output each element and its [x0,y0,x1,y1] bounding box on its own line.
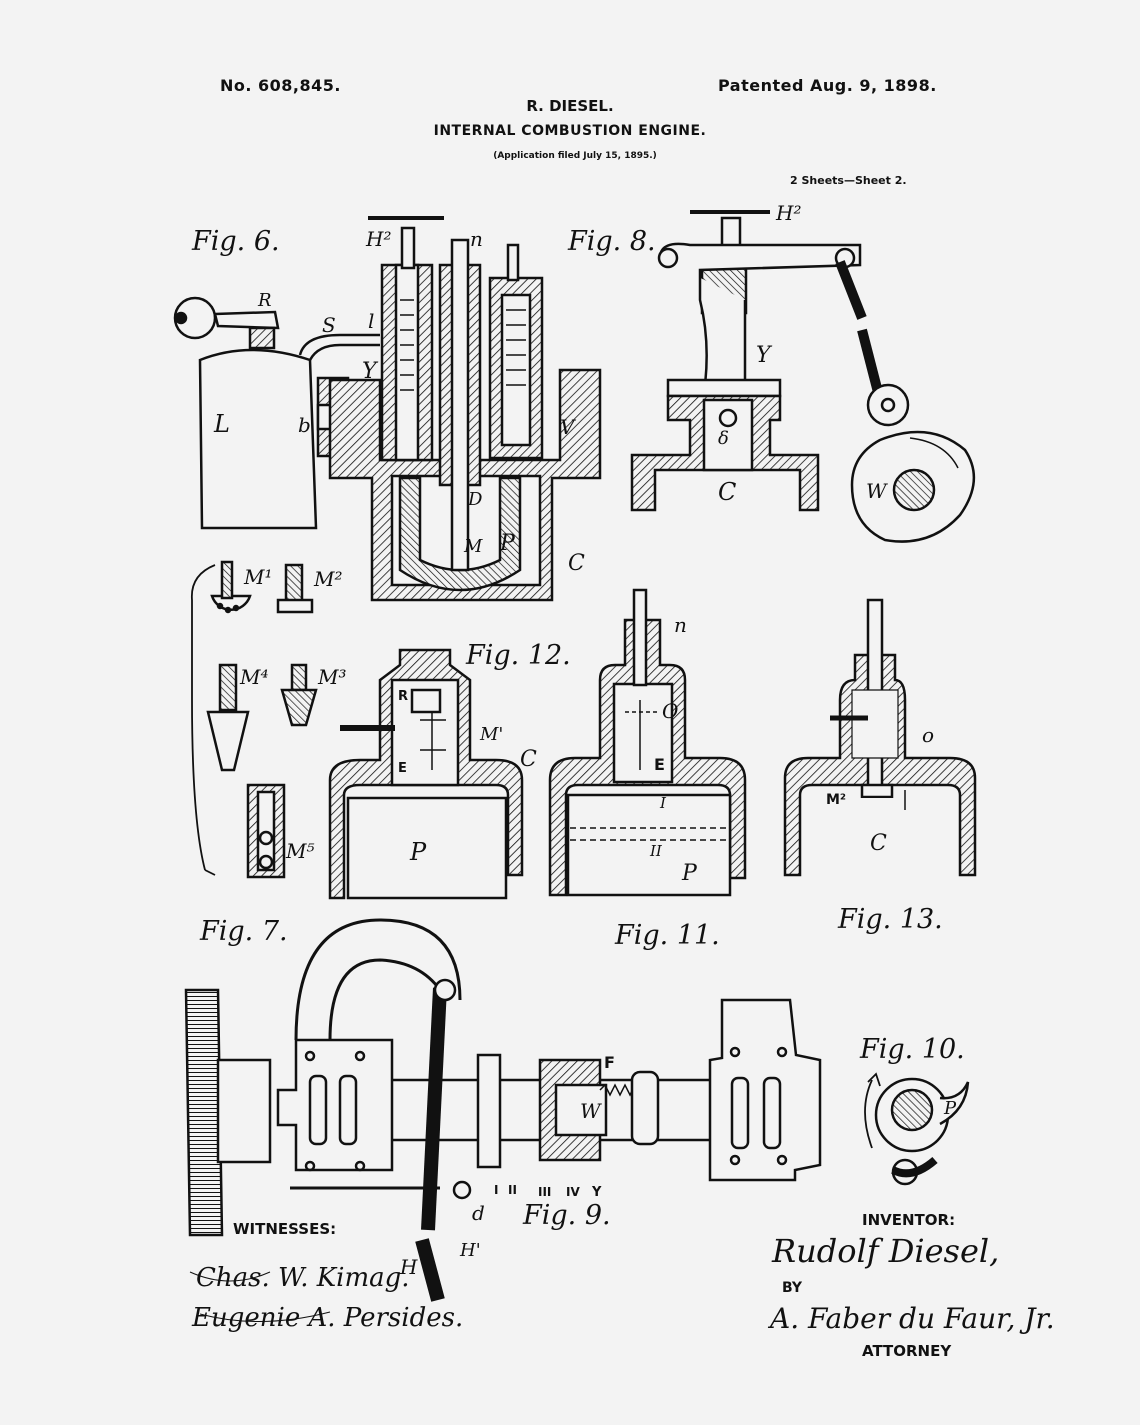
fig8-part-labels: H² Y δ C W [718,201,888,506]
attorney-label: ATTORNEY [862,1342,952,1360]
figure-11 [548,588,747,897]
label-m-prime: M' [479,724,503,745]
signature-flourish [189,1271,331,1322]
patent-date: Patented Aug. 9, 1898. [718,76,937,95]
label-m: M [463,536,483,557]
label-h2: H² [775,201,801,225]
label-o: o [922,723,934,747]
fig12-label: Fig. 12. [465,640,571,671]
label-s: S [322,313,336,337]
label-l: l [368,309,374,333]
label-iv: IV [566,1185,580,1199]
label-p: P [499,531,516,556]
label-m5: M⁵ [285,839,315,863]
fig11-part-labels: n O E I II P [649,613,698,886]
label-i: I [494,1183,498,1197]
figure-12 [328,648,524,900]
label-h2: H² [365,227,391,251]
label-m4: M⁴ [239,665,269,689]
label-y: Y [591,1185,602,1200]
label-b: b [298,413,311,437]
label-c: C [718,478,736,506]
label-l-tank: L [213,410,230,438]
application-filed: (Application filed July 15, 1895.) [493,151,657,161]
inventor-signature: Rudolf Diesel, [771,1232,999,1270]
label-d: D [467,489,483,510]
fig6-part-labels: H² n R S l Y L b V D M P C [213,227,585,576]
label-c: C [520,747,537,772]
label-h-prime: H' [459,1240,481,1261]
inventor-heading: R. DIESEL. [526,97,614,115]
fig7-label: Fig. 7. [199,916,288,947]
label-r: R [398,689,408,704]
by-label: BY [782,1280,803,1296]
label-m3: M³ [317,665,347,689]
label-o: O [662,699,678,723]
label-y: Y [362,359,379,384]
patent-title: INTERNAL COMBUSTION ENGINE. [433,123,707,139]
witness-2-signature: Eugenie A. Persides. [191,1303,463,1333]
label-w: W [580,1099,602,1123]
attorney-signature: A. Faber du Faur, Jr. [767,1302,1055,1335]
sheet-count: 2 Sheets—Sheet 2. [790,174,907,187]
label-n: n [674,613,687,637]
figure-9 [184,918,822,1302]
label-ii: II [649,842,663,860]
label-w: W [866,479,888,503]
fig9-label: Fig. 9. [522,1200,611,1231]
label-r: R [257,290,272,311]
fig10-label-p: P [943,1098,957,1119]
fig8-label: Fig. 8. [567,226,656,257]
figure-10 [864,1072,970,1186]
label-d: d [472,1201,485,1225]
fig12-part-labels: R E M' C P [398,689,537,866]
label-ii: II [508,1183,517,1197]
label-m2: M² [313,567,343,591]
label-p: P [681,861,698,886]
patent-number: No. 608,845. [220,76,341,95]
label-iii: III [538,1185,551,1199]
witnesses-label: WITNESSES: [233,1220,336,1238]
fig13-label: Fig. 13. [837,904,943,935]
label-n: n [470,227,483,251]
label-delta: δ [718,428,729,449]
fig7-part-labels: M¹ M² M⁴ M³ M⁵ [239,565,347,863]
label-f: F [604,1053,615,1072]
label-v: V [560,415,577,439]
figure-13 [783,598,977,878]
label-c: C [870,831,887,856]
label-h: H [399,1255,418,1279]
fig10-label: Fig. 10. [859,1034,965,1065]
label-m1: M¹ [243,565,273,589]
witness-1-signature: Chas. W. Kimag. [196,1263,410,1293]
label-m2: M² [826,792,846,808]
label-e: E [398,761,407,776]
label-i: I [659,794,667,812]
label-p: P [409,838,427,866]
fig9-part-labels: F W I II III IV Y d H H' [399,1053,615,1279]
fig13-part-labels: o M² C [826,723,934,856]
figure-6 [173,216,602,602]
label-y: Y [756,343,773,368]
label-e: E [654,755,665,774]
fig11-label: Fig. 11. [614,920,720,951]
label-c: C [568,551,585,576]
figure-7 [191,560,318,879]
fig6-label: Fig. 6. [191,226,280,257]
figure-8 [630,210,976,543]
inventor-label: INVENTOR: [862,1211,955,1229]
